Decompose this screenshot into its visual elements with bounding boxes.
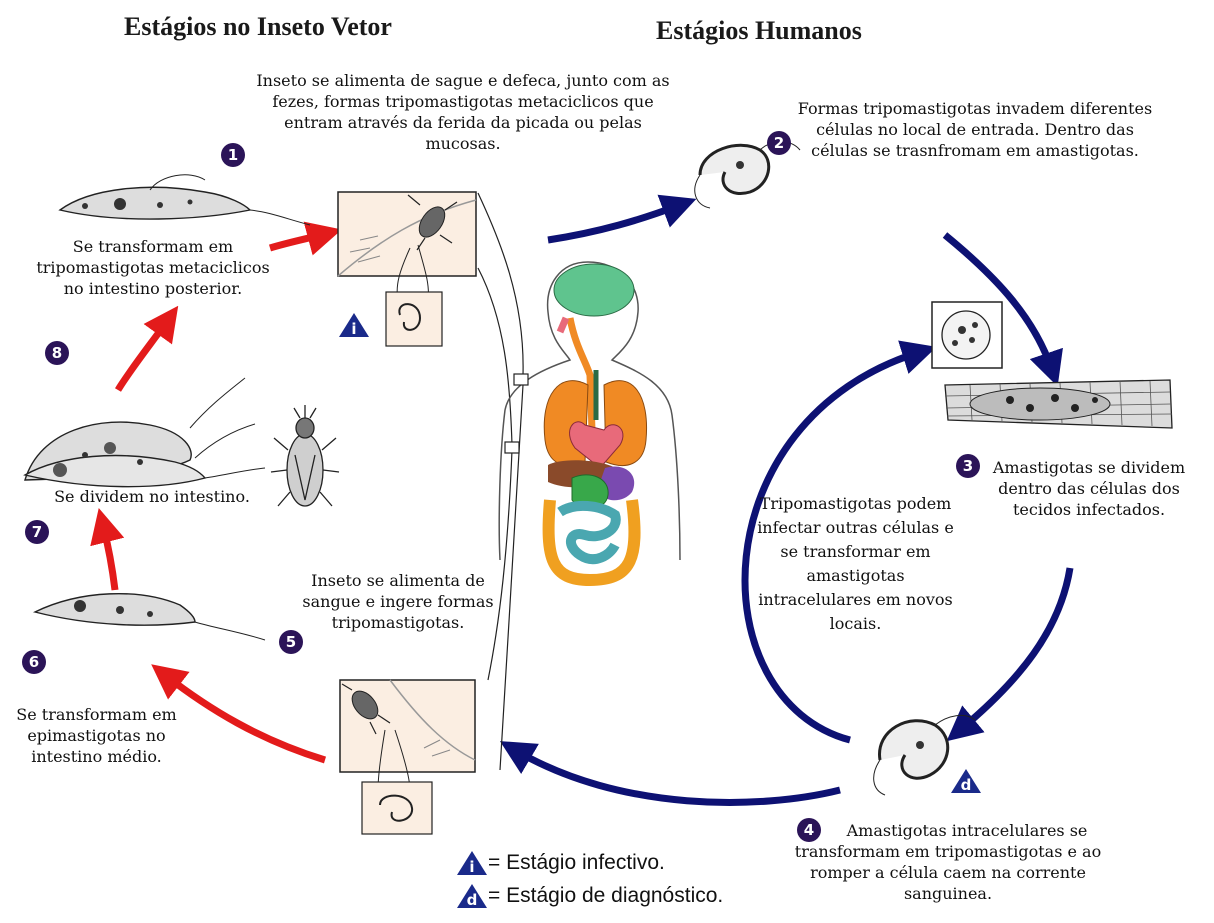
arrow-6-to-7 xyxy=(103,525,115,590)
step-badge-3: 3 xyxy=(956,454,980,478)
insect-bite-inset-5 xyxy=(340,680,475,834)
epimastigote-drawing xyxy=(35,594,265,640)
amastigote-cell-inset xyxy=(932,302,1002,368)
step-4-text: Amastigotas intracelulares se transforma… xyxy=(788,820,1108,904)
triatomine-bug-drawing xyxy=(271,405,339,506)
legend-diagnostic-letter: d xyxy=(467,891,478,909)
infected-muscle-tissue xyxy=(945,380,1172,428)
reinfection-note: Tripomastigotas podem infectar outras cé… xyxy=(748,492,963,636)
infective-stage-marker: i xyxy=(338,312,370,338)
step-1-text: Inseto se alimenta de sague e defeca, ju… xyxy=(253,70,673,154)
step-2-text: Formas tripomastigotas invadem diferente… xyxy=(795,98,1155,161)
arrow-1-to-2 xyxy=(548,205,680,240)
arrow-4-to-5 xyxy=(515,750,840,802)
step-8-text: Se transformam em tripomastigotas metaci… xyxy=(28,236,278,299)
step-5-text: Inseto se alimenta de sangue e ingere fo… xyxy=(288,570,508,633)
human-body-figure xyxy=(499,262,680,580)
legend-diagnostic-icon: d xyxy=(456,883,488,909)
step-badge-1: 1 xyxy=(221,143,245,167)
dividing-epimastigotes-drawing xyxy=(25,378,265,487)
step-3-text: Amastigotas se dividem dentro das célula… xyxy=(983,457,1195,520)
legend-diagnostic-label: = Estágio de diagnóstico. xyxy=(488,884,723,908)
legend-infective-label: = Estágio infectivo. xyxy=(488,851,665,875)
arrow-3-to-4 xyxy=(960,568,1070,730)
legend-infective-icon: i xyxy=(456,850,488,876)
step-badge-7: 7 xyxy=(25,520,49,544)
diagnostic-stage-marker: d xyxy=(950,768,982,794)
arrow-5-to-6 xyxy=(165,675,325,760)
legend-infective-letter: i xyxy=(469,858,474,876)
vector-stages-heading: Estágios no Inseto Vetor xyxy=(124,12,392,42)
brain xyxy=(554,264,634,316)
step-7-text: Se dividem no intestino. xyxy=(38,486,266,507)
arrow-7-to-8 xyxy=(118,320,168,390)
arrow-8-to-1 xyxy=(270,234,325,248)
step-badge-6: 6 xyxy=(22,650,46,674)
step-badge-5: 5 xyxy=(279,630,303,654)
step-badge-2: 2 xyxy=(767,131,791,155)
step-badge-8: 8 xyxy=(45,341,69,365)
diagnostic-marker-letter: d xyxy=(961,776,972,794)
step-6-text: Se transformam em epimastigotas no intes… xyxy=(4,704,189,767)
human-stages-heading: Estágios Humanos xyxy=(656,16,862,46)
infective-marker-letter: i xyxy=(351,320,356,338)
metacyclic-trypomastigote-drawing xyxy=(60,175,310,225)
